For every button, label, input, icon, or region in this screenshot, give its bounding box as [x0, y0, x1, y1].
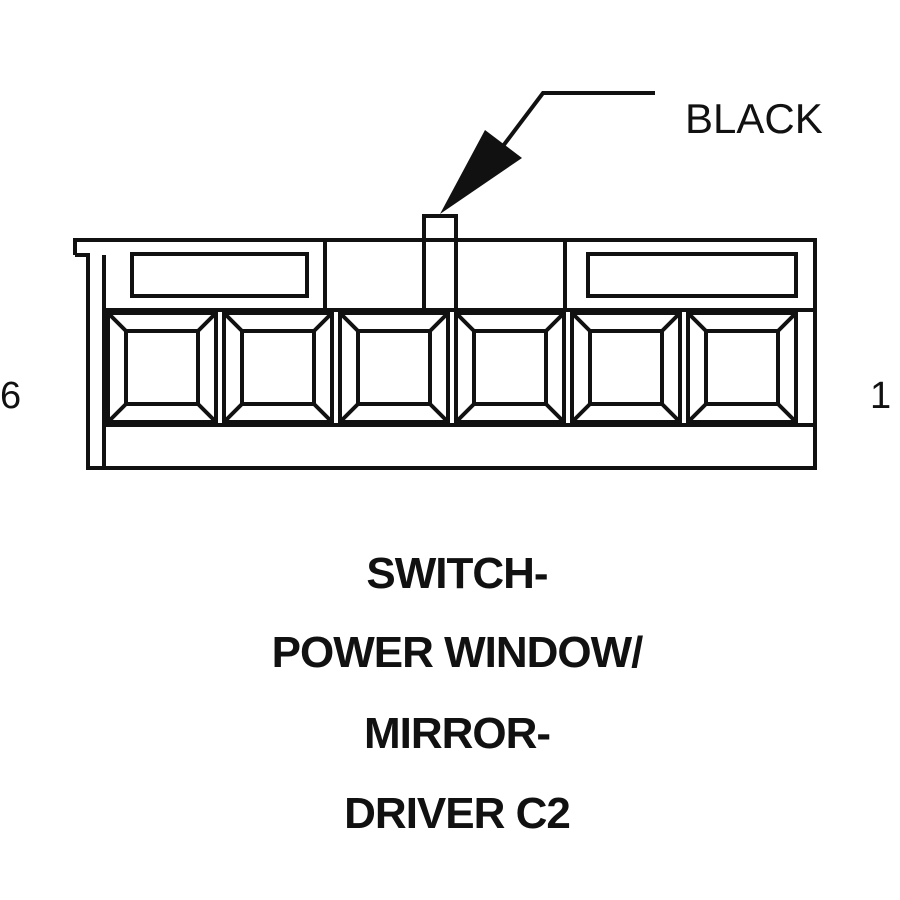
- cavity-inner: [240, 329, 316, 406]
- cavity: [106, 311, 218, 424]
- cavity-inner: [356, 329, 432, 406]
- cavity-bevel: [196, 311, 218, 333]
- connector-body: [73, 238, 817, 470]
- cavity-bevel: [312, 402, 334, 424]
- cavity-bevel: [106, 402, 128, 424]
- cavity-bevel: [776, 311, 798, 333]
- cavity-bevel: [454, 402, 476, 424]
- cavity-row: [106, 311, 798, 424]
- cavity-bevel: [544, 311, 566, 333]
- cavity: [570, 311, 682, 424]
- cavity-inner: [588, 329, 664, 406]
- cavity-outer: [570, 311, 682, 424]
- title-line: DRIVER C2: [344, 789, 570, 838]
- cavity-bevel: [338, 402, 360, 424]
- cavity-bevel: [106, 311, 128, 333]
- cavity-outer: [106, 311, 218, 424]
- cavity-bevel: [428, 402, 450, 424]
- cavity-inner: [124, 329, 200, 406]
- color-callout-label: BLACK: [685, 95, 823, 142]
- color-callout-leader: [440, 91, 655, 214]
- cavity-bevel: [338, 311, 360, 333]
- cavity-bevel: [544, 402, 566, 424]
- cavity-outer: [338, 311, 450, 424]
- cavity-bevel: [222, 402, 244, 424]
- cavity-bevel: [686, 402, 708, 424]
- cavity-bevel: [660, 311, 682, 333]
- cavity-inner: [704, 329, 780, 406]
- cavity-bevel: [776, 402, 798, 424]
- cavity-bevel: [222, 311, 244, 333]
- arrow-head-icon: [440, 130, 522, 214]
- cavity: [338, 311, 450, 424]
- pin-label-right: 1: [870, 375, 891, 417]
- title-line: POWER WINDOW/: [272, 628, 644, 677]
- cavity-bevel: [312, 311, 334, 333]
- cavity-bevel: [196, 402, 218, 424]
- cavity-bevel: [686, 311, 708, 333]
- title-line: SWITCH-: [366, 549, 547, 598]
- cavity-bevel: [454, 311, 476, 333]
- cavity: [454, 311, 566, 424]
- cavity-outer: [222, 311, 334, 424]
- cavity: [222, 311, 334, 424]
- latch-slot-right: [586, 252, 798, 298]
- connector-title: SWITCH- POWER WINDOW/ MIRROR- DRIVER C2: [272, 549, 645, 838]
- cavity-inner: [472, 329, 548, 406]
- cavity-outer: [454, 311, 566, 424]
- locking-tab: [422, 214, 458, 312]
- cavity: [686, 311, 798, 424]
- cavity-bevel: [570, 402, 592, 424]
- title-line: MIRROR-: [364, 709, 550, 758]
- cavity-outer: [686, 311, 798, 424]
- pin-label-left: 6: [0, 375, 21, 417]
- cavity-bevel: [428, 311, 450, 333]
- cavity-bevel: [660, 402, 682, 424]
- cavity-bevel: [570, 311, 592, 333]
- latch-slot-left: [130, 252, 309, 298]
